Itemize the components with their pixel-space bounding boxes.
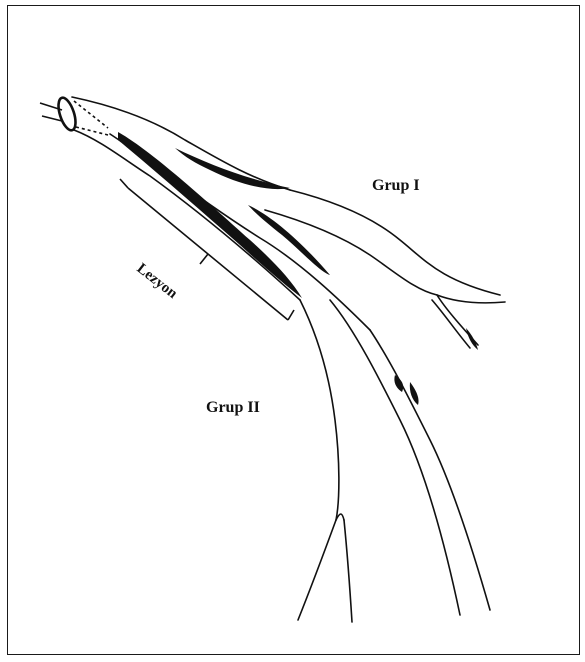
- label-group-two: Grup II: [206, 399, 260, 416]
- branch-group-two: [298, 300, 490, 622]
- label-group-one: Grup I: [372, 177, 420, 194]
- branch-group-one: [265, 190, 505, 348]
- catheter: [40, 96, 108, 135]
- plaque-deposits: [118, 132, 478, 405]
- main-vessel: [72, 97, 370, 330]
- lesion-bracket: [120, 179, 294, 320]
- label-lesion: Lezyon: [134, 261, 181, 303]
